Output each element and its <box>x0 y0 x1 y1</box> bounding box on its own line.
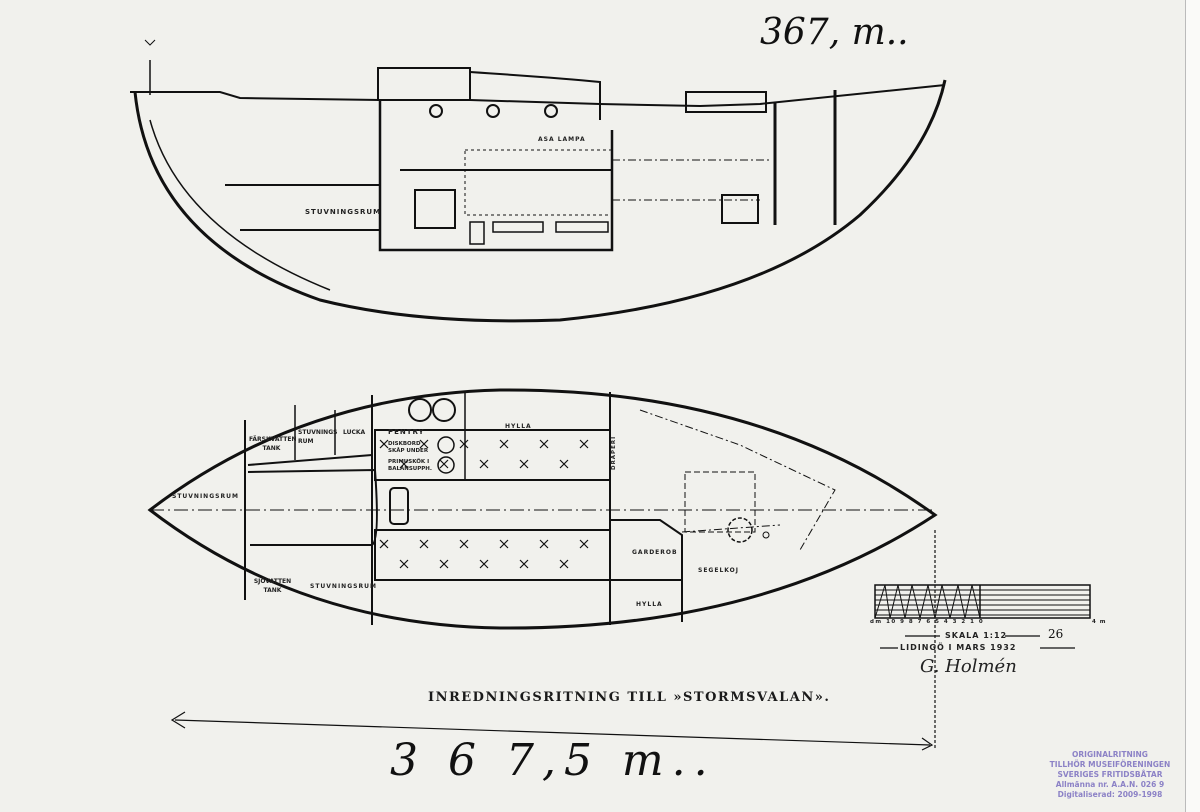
signature: G. Holmén <box>920 656 1017 677</box>
label-curtain: DRAPERI <box>611 435 617 470</box>
label-stowage-room: STUVNINGS RUM <box>298 429 338 445</box>
drawing-title: INREDNINGSRITNING TILL »STORMSVALAN». <box>428 690 831 705</box>
stamp-line-3: SVERIGES FRITIDSBÅTAR <box>1057 770 1163 779</box>
label-shelf-bottom: HYLLA <box>636 601 663 608</box>
dimension-line <box>170 530 936 751</box>
scale-label: SKALA 1:12 <box>945 631 1008 640</box>
label-fresh-water-tank: FÄRSKVATTEN TANK <box>249 436 297 452</box>
handwritten-scale-note: 26 <box>1048 627 1064 641</box>
paper-edge <box>1185 0 1200 812</box>
profile-hull <box>133 79 947 323</box>
label-stowage-forward: STUVNINGSRUM <box>172 493 239 500</box>
plan-view <box>147 388 938 630</box>
label-stowage-bottom: STUVNINGSRUM <box>310 583 377 590</box>
stamp-line-5: Digitaliserad: 2009-1998 <box>1057 790 1163 799</box>
scale-end: 4 m <box>1092 619 1107 625</box>
archive-stamp: ORIGINALRITNING TILLHÖR MUSEIFÖRENINGEN … <box>1040 750 1180 800</box>
stamp-line-2: TILLHÖR MUSEIFÖRENINGEN <box>1049 760 1171 769</box>
label-stowage-profile: STUVNINGSRUM <box>305 208 382 216</box>
label-asa-lamp: ASA LAMPA <box>538 136 586 143</box>
stamp-line-4: Allmänna nr. A.A.N. 026 9 <box>1055 780 1165 789</box>
label-galley: PENTRY <box>388 428 425 436</box>
stamp-line-1: ORIGINALRITNING <box>1072 750 1148 759</box>
label-hatch: LUCKA <box>343 429 366 436</box>
handwritten-length-top: 367, m.. <box>760 12 909 53</box>
label-wardrobe: GARDEROB <box>632 549 678 556</box>
scale-ticks: dm 10 9 8 7 6 5 4 3 2 1 0 <box>870 619 985 625</box>
scale-bar <box>874 584 1091 649</box>
plan-hull <box>147 388 938 630</box>
label-shelf-top: HYLLA <box>505 423 532 430</box>
label-sail-berth: SEGELKOJ <box>698 567 739 574</box>
handwritten-length-bottom: 3 6 7,5 m.. <box>390 735 716 786</box>
label-sea-water-tank: SJÖVATTEN TANK <box>253 578 292 594</box>
label-galley-stove: PRIMUSKÖK I BALANSUPPH. <box>388 459 432 472</box>
profile-view <box>130 39 947 323</box>
floor-grid-top <box>379 439 589 469</box>
floor-grid-bottom <box>379 539 589 569</box>
label-galley-sink: DISKBORD SKÅP UNDER <box>388 441 429 454</box>
place-date: LIDINGÖ I MARS 1932 <box>900 643 1017 652</box>
